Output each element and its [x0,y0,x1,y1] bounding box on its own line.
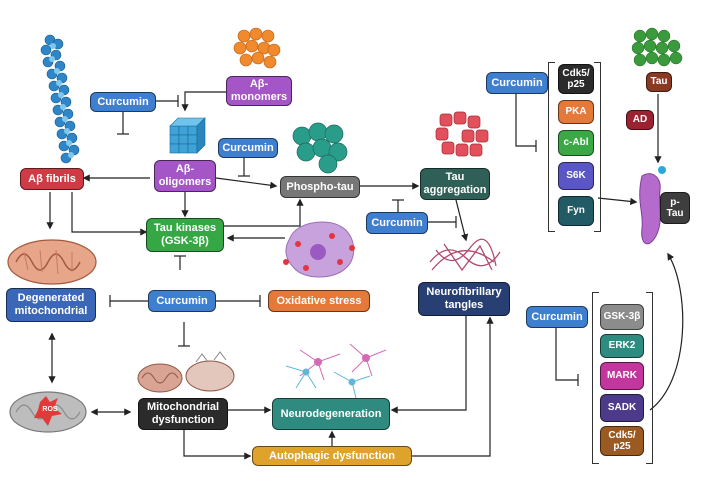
ab-fibril-illustration [40,34,80,164]
ros-label: ROS [42,406,58,413]
neurodegeneration-label: Neurodegeneration [272,398,390,430]
neurofibrillary-tangles-label: Neurofibrillary tangles [418,282,510,316]
ros-mitochondrion-illustration [9,391,87,433]
degenerated-mitochondrion-illustration [7,239,97,285]
ab-fibrils-label: Aβ fibrils [20,168,84,190]
ab-oligomer-cube-illustration [169,117,206,154]
degenerated-mitochondrial-label: Degenerated mitochondrial [6,288,96,322]
kinase-pka: PKA [558,100,594,124]
kinase-gsk-3b: GSK-3β [600,304,644,330]
curcumin-label-4: Curcumin [148,290,216,312]
ab-monomers-illustration [233,27,281,69]
oxidative-stress-cell-illustration [283,221,355,278]
mitochondrial-dysfunction-illustration [137,351,235,393]
autophagic-dysfunction-label: Autophagic dysfunction [252,446,412,466]
kinase-s6k: S6K [558,162,594,190]
kinase-group-bracket-left [548,62,555,232]
p-tau-label: p- Tau [660,192,690,224]
phospho-tau-label: Phospho-tau [280,176,360,198]
kinase-group-bracket-right [594,62,601,232]
kinase-c-abl: c-Abl [558,130,594,156]
tau-aggregation-illustration [435,111,489,157]
kinase-group-bracket-right-2 [646,292,653,464]
curcumin-label-6: Curcumin [526,306,588,328]
tau-label: Tau [646,72,672,92]
kinase-cdk5-p25-bottom: Cdk5/ p25 [600,426,644,456]
tau-aggregation-label: Tau aggregation [420,168,490,200]
ab-oligomers-label: Aβ- oligomers [154,160,216,192]
phospho-tau-cluster-illustration [292,122,348,174]
tau-cube-illustration [631,27,683,67]
tangle-fibres-illustration [429,238,501,272]
ad-label: AD [626,110,654,130]
p-tau-illustration [639,166,666,245]
oxidative-stress-label: Oxidative stress [268,290,370,312]
kinase-sadk: SADK [600,394,644,422]
curcumin-label-5: Curcumin [486,72,548,94]
kinase-cdk5-p25-top: Cdk5/ p25 [558,64,594,94]
tau-kinases-label: Tau kinases (GSK-3β) [146,218,224,252]
mitochondrial-dysfunction-label: Mitochondrial dysfunction [138,398,228,430]
curcumin-label-2: Curcumin [218,138,278,158]
curcumin-label-3: Curcumin [366,212,428,234]
ab-monomers-label: Aβ- monomers [226,76,292,106]
kinase-mark: MARK [600,362,644,390]
kinase-fyn: Fyn [558,196,594,226]
curcumin-label-1: Curcumin [90,92,156,112]
kinase-erk2: ERK2 [600,334,644,358]
kinase-group-bracket-left-2 [592,292,599,464]
neurons-illustration [285,343,387,399]
